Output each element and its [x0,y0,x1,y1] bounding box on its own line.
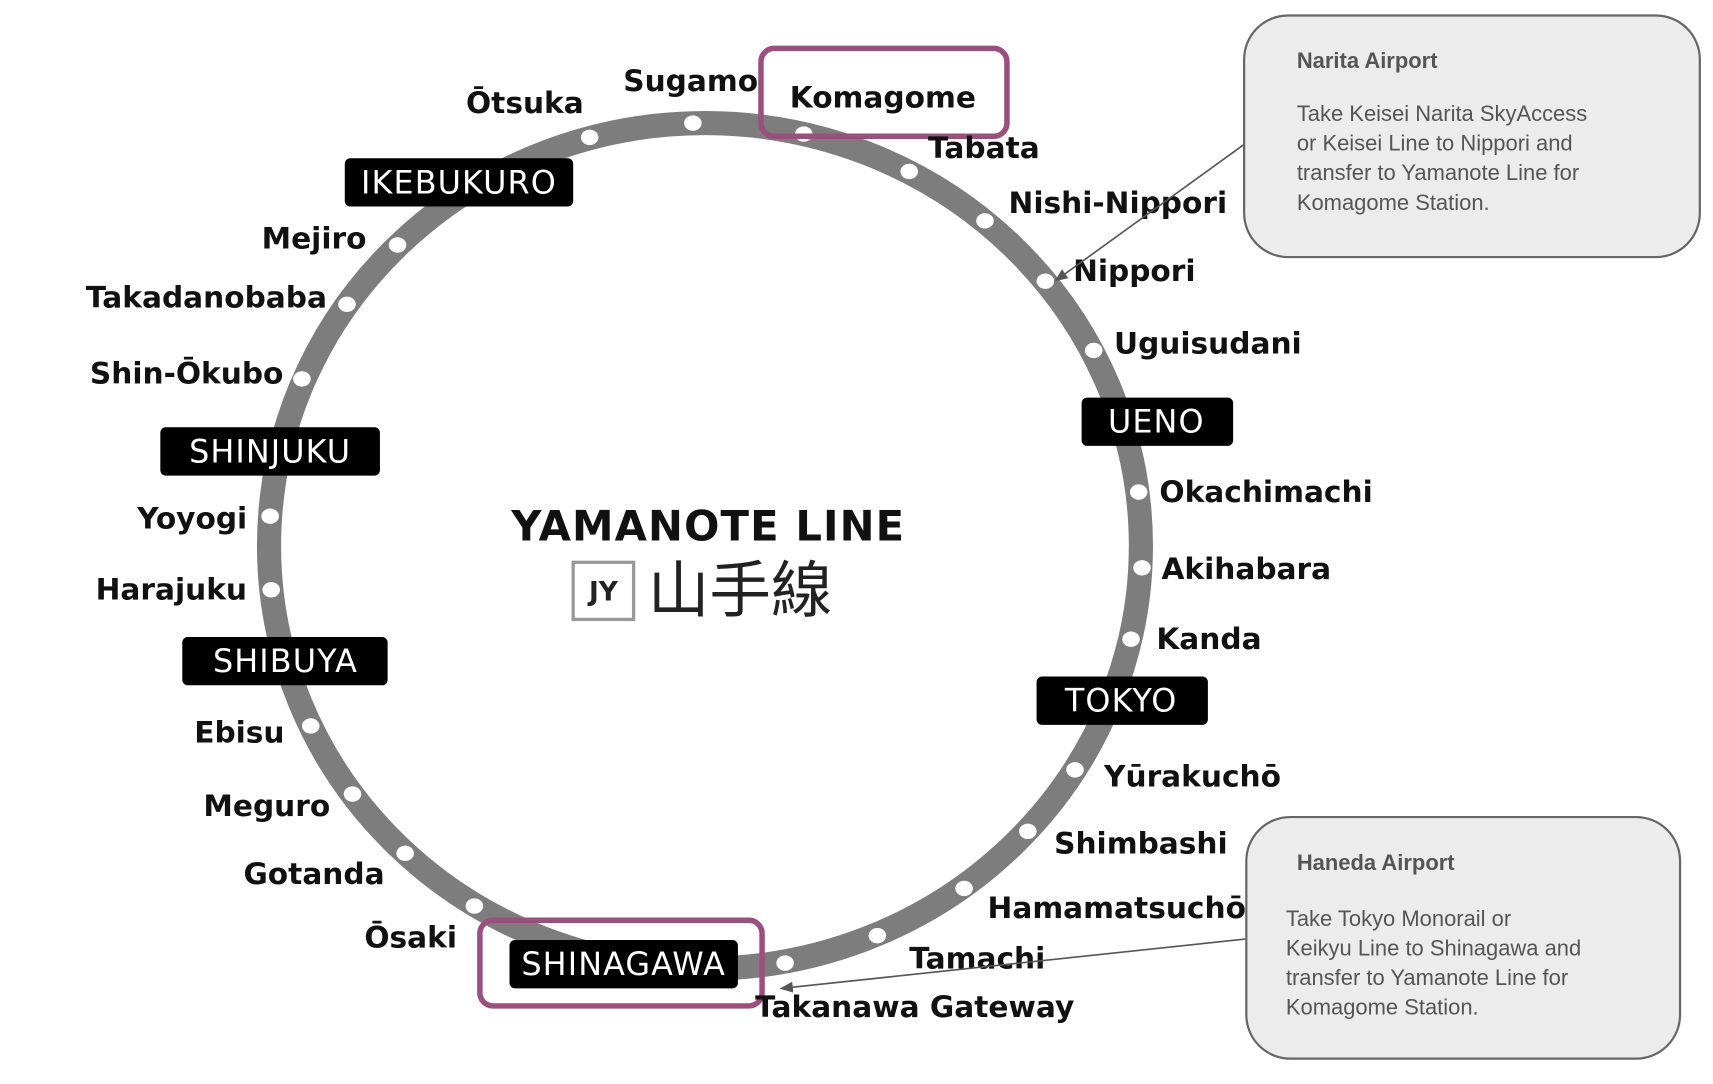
station-label-komagome: Komagome [790,80,976,115]
station-label-tabata: Tabata [928,130,1040,165]
station-dot-nippori [1036,273,1055,289]
major-station-badge-shinjuku [160,427,380,476]
haneda-callout-pointer [779,938,1247,993]
station-labels: KomagomeTabataNishi-NipporiNipporiUguisu… [86,63,1373,1024]
station-label-osaki: Ōsaki [364,920,457,955]
major-station-badge-ikebukuro [344,158,574,207]
narita-callout-line-2: or Keisei Line to Nippori and [1297,131,1573,156]
station-label-okachimachi: Okachimachi [1159,474,1372,509]
major-station-label-shibuya: SHIBUYA [213,642,358,680]
station-label-yoyogi: Yoyogi [136,500,247,535]
station-dot-mejiro [388,237,407,253]
major-station-label-tokyo: TOKYO [1064,682,1177,720]
station-dot-otsuka [580,129,599,146]
station-dot-harajuku [262,582,281,598]
station-dot-tabata [900,163,918,180]
haneda-callout: Haneda Airport Take Tokyo Monorail or Ke… [1245,815,1682,1060]
station-label-sugamo: Sugamo [623,63,758,98]
narita-callout-line-3: transfer to Yamanote Line for [1297,160,1579,185]
narita-callout-title: Narita Airport [1297,48,1438,73]
station-dot-shimbashi [1019,823,1037,840]
line-title-en: YAMANOTE LINE [510,501,905,550]
station-label-tamachi: Tamachi [909,941,1045,976]
station-label-shin-okubo: Shin-Ōkubo [90,355,284,390]
station-label-gotanda: Gotanda [243,856,384,891]
station-label-yurakucho: Yūrakuchō [1103,758,1281,793]
station-dot-akihabara [1133,560,1151,576]
station-dot-gotanda [396,845,414,861]
station-dot-takadanobaba [338,296,356,312]
station-dot-yoyogi [261,508,279,524]
narita-callout-box [1243,14,1701,259]
narita-callout: Narita Airport Take Keisei Narita SkyAcc… [1243,14,1701,259]
station-label-hamamatsucho: Hamamatsuchō [988,890,1246,925]
station-label-akihabara: Akihabara [1161,551,1331,586]
station-dot-hamamatsucho [955,880,973,897]
station-label-nippori: Nippori [1073,253,1195,288]
station-dot-yurakucho [1066,762,1084,778]
station-label-mejiro: Mejiro [262,220,367,255]
shinagawa-highlight-box [477,917,765,1009]
station-label-ebisu: Ebisu [194,714,284,749]
station-dot-ebisu [301,718,320,734]
haneda-callout-line-3: transfer to Yamanote Line for [1286,965,1568,990]
major-station-badge-shibuya [182,636,388,686]
station-label-otsuka: Ōtsuka [466,85,584,120]
major-station-badge-shinagawa [509,940,738,989]
narita-callout-pointer [1054,142,1247,282]
station-dot-sugamo [684,115,702,131]
station-label-meguro: Meguro [203,788,330,823]
station-dot-kanda [1122,631,1140,647]
jy-badge-text: JY [587,578,619,608]
komagome-highlight-box [758,45,1010,140]
narita-callout-line-1: Take Keisei Narita SkyAccess [1297,101,1587,126]
major-station-label-ueno: UENO [1108,403,1205,441]
station-label-uguisudani: Uguisudani [1114,326,1302,361]
major-station-badge-ueno [1081,397,1234,446]
station-label-kanda: Kanda [1156,621,1261,656]
haneda-callout-title: Haneda Airport [1297,850,1455,875]
station-label-takadanobaba: Takadanobaba [86,280,327,315]
station-dot-osaki [465,898,484,914]
station-label-nishi-nippori: Nishi-Nippori [1009,185,1228,220]
station-dot-meguro [343,786,362,802]
station-dot-nishi-nippori [976,213,994,229]
station-dot-uguisudani [1084,342,1103,359]
station-label-harajuku: Harajuku [96,572,247,607]
station-dot-okachimachi [1129,484,1148,500]
haneda-callout-box [1245,815,1682,1060]
station-dot-shin-okubo [293,371,311,387]
station-dot-tamachi [868,927,887,944]
major-station-label-shinagawa: SHINAGAWA [521,945,726,983]
haneda-callout-line-1: Take Tokyo Monorail or [1286,906,1511,931]
haneda-callout-line-4: Komagome Station. [1286,995,1479,1020]
major-station-badge-tokyo [1036,676,1208,725]
station-dot-shinagawa [776,955,794,971]
station-dots [261,115,1151,971]
narita-callout-line-4: Komagome Station. [1297,190,1490,215]
station-label-shimbashi: Shimbashi [1054,825,1228,860]
haneda-callout-line-2: Keikyu Line to Shinagawa and [1286,935,1581,960]
jy-badge [571,560,636,622]
station-label-takanawa-gateway: Takanawa Gateway [755,989,1074,1024]
line-title-jp: 山手線 [648,555,832,627]
major-station-label-ikebukuro: IKEBUKURO [361,163,557,201]
major-station-label-shinjuku: SHINJUKU [189,432,351,470]
